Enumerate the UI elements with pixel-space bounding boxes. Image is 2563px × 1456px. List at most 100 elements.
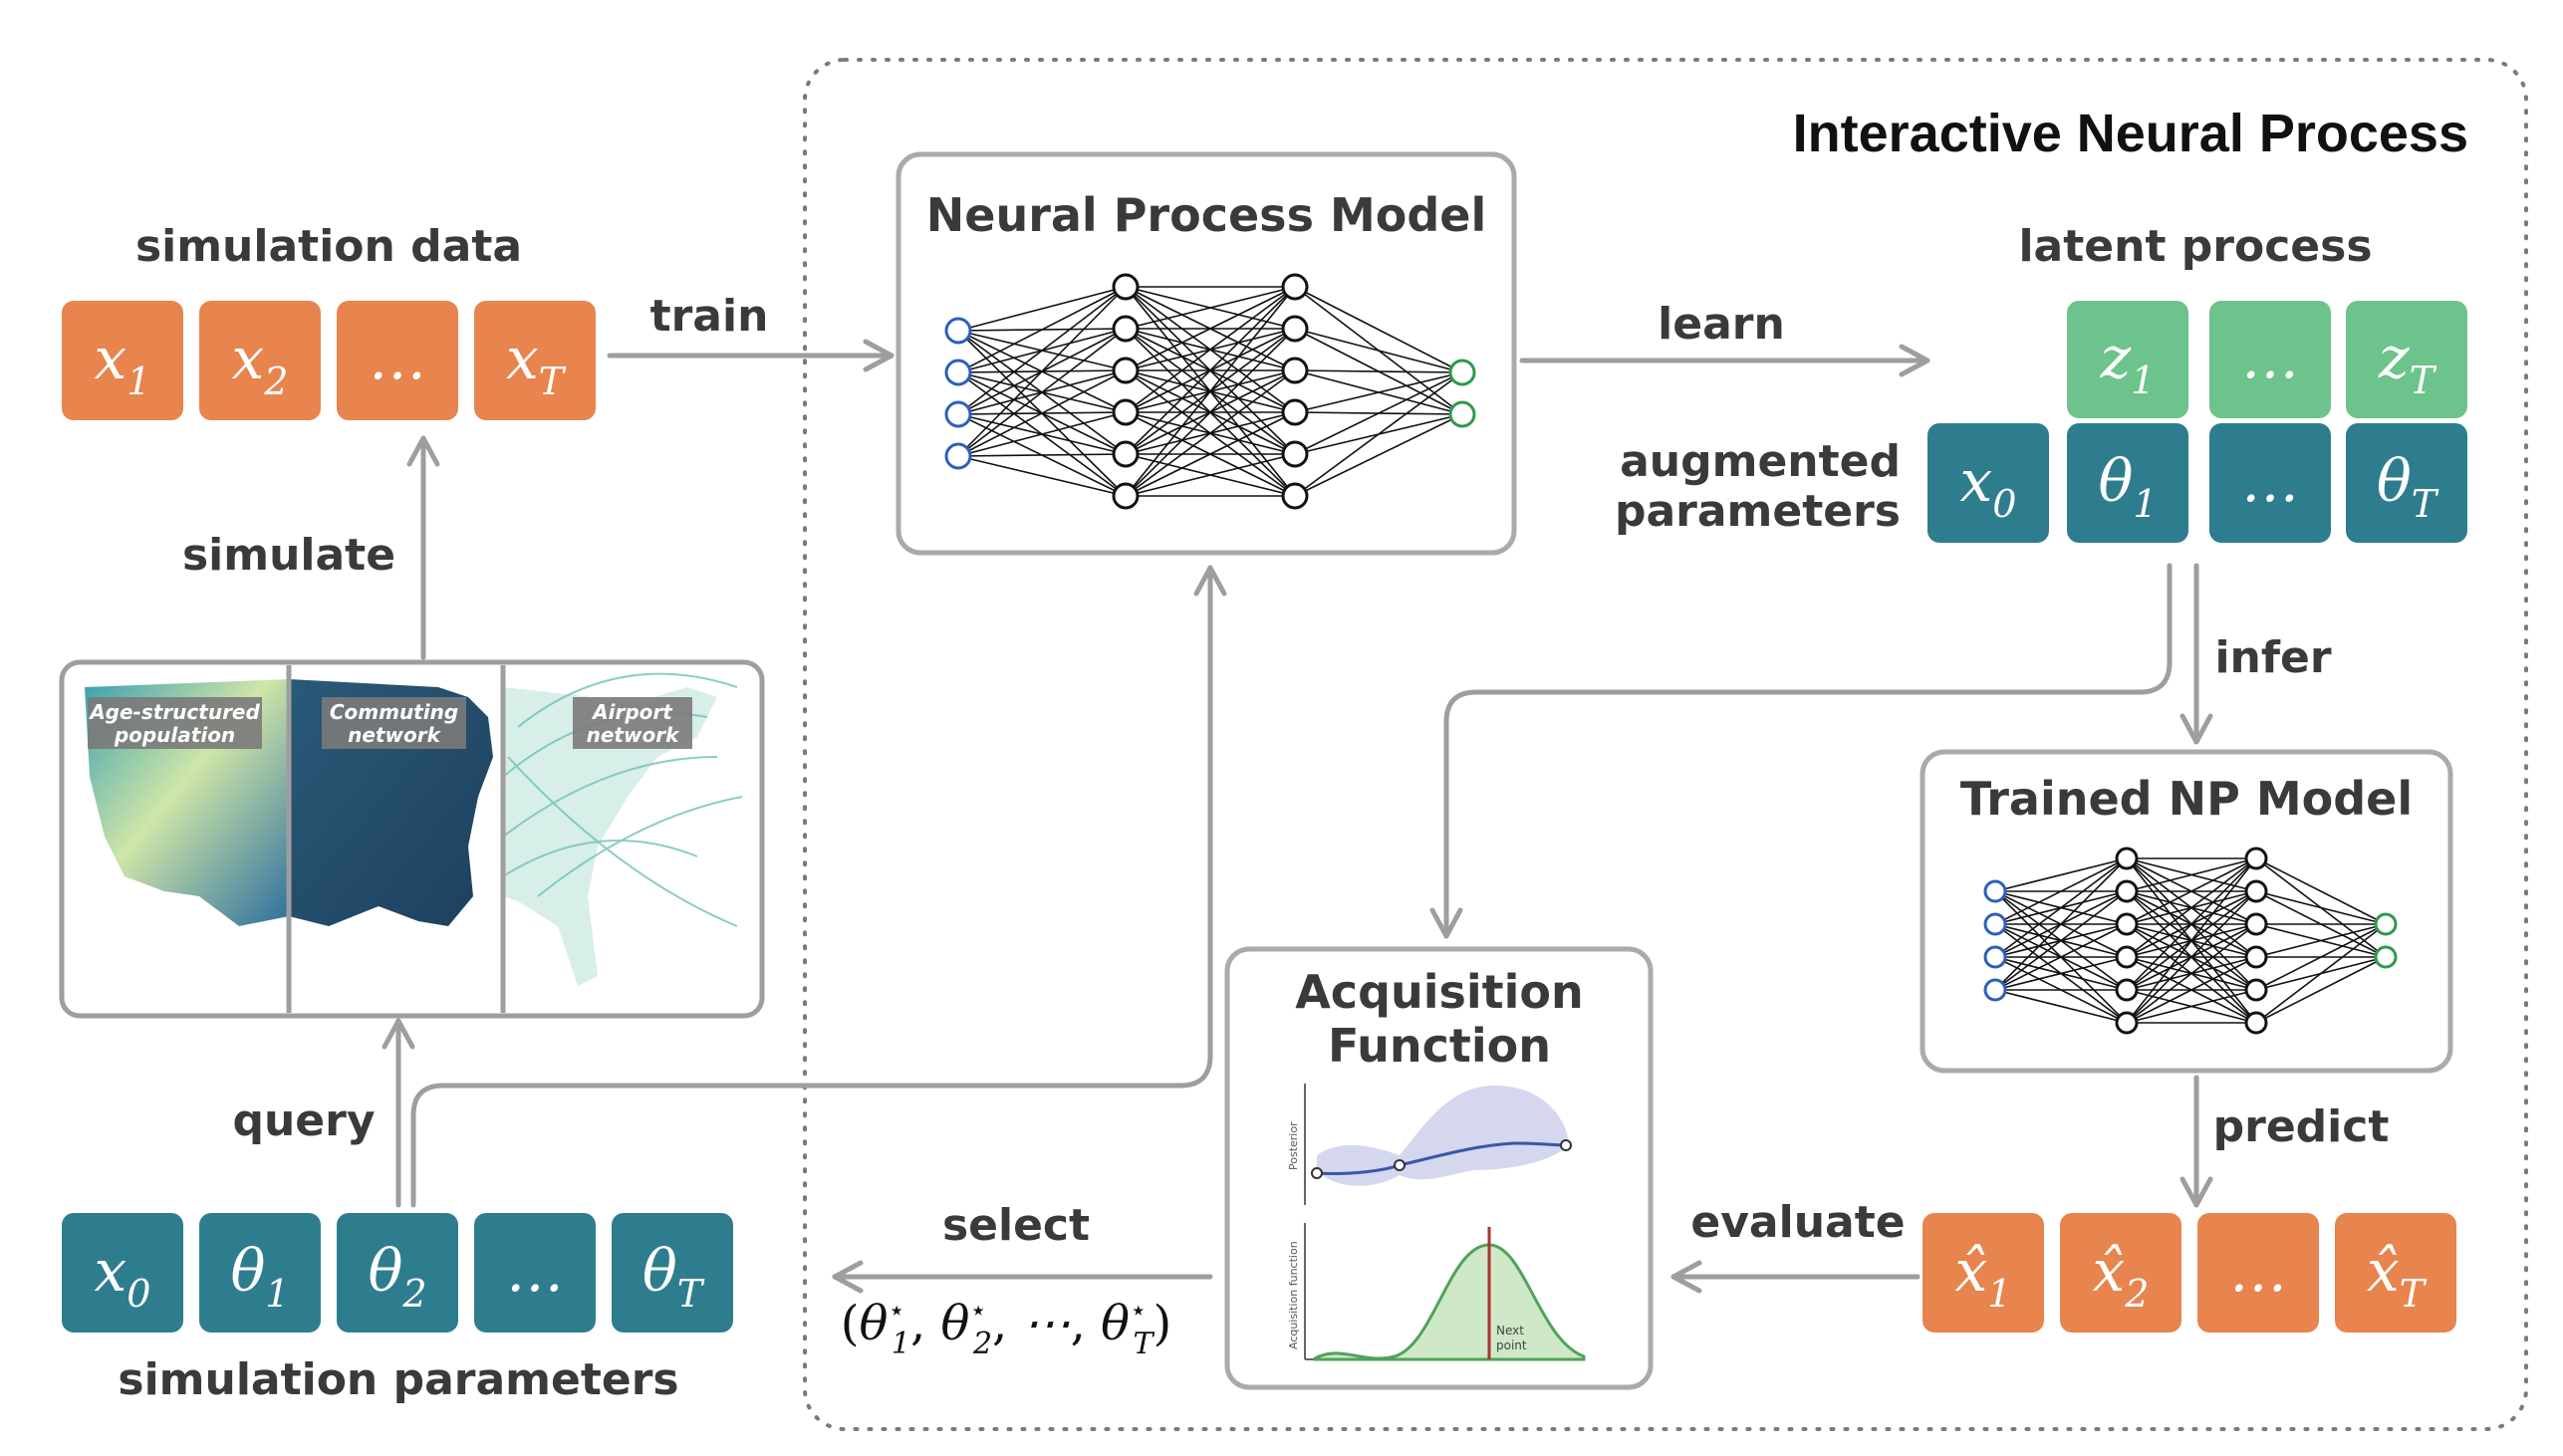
output-node — [1448, 359, 1476, 386]
prediction-box-bg — [2197, 1213, 2319, 1333]
hidden-node — [1112, 357, 1140, 384]
network-edge — [1294, 371, 1463, 455]
augmented-parameter-symbol: θ1 — [2098, 447, 2157, 526]
acquisition-title-2: Function — [1328, 1019, 1551, 1073]
input-node — [1983, 912, 2007, 936]
infer-label: infer — [2214, 632, 2331, 683]
hidden-node — [1281, 315, 1309, 343]
network-edge — [2255, 923, 2387, 958]
network-edge — [1294, 328, 1463, 373]
network-edge — [1994, 857, 2128, 892]
hidden-node — [1112, 440, 1140, 468]
simulation-parameter-box: θ1 — [199, 1213, 321, 1333]
simulation-parameters-label: simulation parameters — [118, 1354, 678, 1405]
network-edge — [1294, 413, 1463, 497]
augmented-label-2: parameters — [1615, 486, 1901, 537]
trained-model-title: Trained NP Model — [1960, 772, 2413, 826]
hidden-node — [2115, 1011, 2139, 1035]
hidden-node — [2115, 912, 2139, 936]
network-edge — [1294, 371, 1463, 497]
simulation-data-box-bg — [199, 301, 321, 420]
hidden-node — [2244, 945, 2268, 969]
acquisition-mini-plots: Posterior Acquisition function Next poin… — [1287, 1084, 1586, 1361]
map-label-bg — [322, 697, 466, 749]
latent-box-bg — [2346, 301, 2467, 418]
network-edge — [2126, 857, 2257, 892]
simulation-data-box: x2 — [199, 301, 321, 420]
network-edge — [2255, 923, 2387, 1024]
latent-box-bg — [2067, 301, 2188, 418]
prediction-box: x̂1 — [1922, 1213, 2044, 1333]
acq-curve — [1313, 1243, 1586, 1361]
latent-process-label: latent process — [2018, 221, 2372, 272]
network-edge — [1125, 369, 1296, 497]
latent-box: zT — [2346, 301, 2467, 418]
network-edge — [1994, 989, 2128, 1024]
hidden-node — [1281, 398, 1309, 426]
simulation-data-box: xT — [474, 301, 596, 420]
hidden-node — [1112, 398, 1140, 426]
prediction-box-bg — [2335, 1213, 2456, 1333]
map-label-line: population — [114, 723, 235, 747]
hidden-node — [2115, 978, 2139, 1002]
network-edge — [1125, 286, 1296, 330]
network-edge — [2126, 989, 2257, 1024]
network-edge — [1294, 371, 1463, 413]
network-edge — [1125, 286, 1296, 455]
simulation-parameter-box-bg — [337, 1213, 458, 1333]
map-label-bg — [573, 697, 692, 749]
posterior-point — [1311, 1167, 1323, 1179]
map-label-line: network — [587, 723, 680, 747]
posterior-point — [1560, 1139, 1572, 1151]
network-edge — [1294, 286, 1463, 373]
hidden-node — [1281, 357, 1309, 384]
np-model-title: Neural Process Model — [926, 188, 1486, 242]
input-node — [944, 442, 972, 470]
simulation-parameter-symbol: θ2 — [368, 1237, 426, 1316]
network-edge — [957, 453, 1127, 457]
prediction-symbol: x̂2 — [2093, 1237, 2150, 1316]
simulation-parameter-box: x0 — [62, 1213, 183, 1333]
latent-symbol: … — [2241, 324, 2299, 391]
augmented-parameter-symbol: x0 — [1960, 447, 2017, 526]
posterior-point — [1394, 1159, 1406, 1171]
prediction-box-bg — [2060, 1213, 2181, 1333]
hidden-node — [1281, 440, 1309, 468]
prediction-symbol: x̂1 — [1955, 1237, 2012, 1316]
network-edges — [1994, 857, 2387, 1024]
simulation-parameter-box: θT — [612, 1213, 733, 1333]
augmented-parameter-box-bg — [2067, 423, 2188, 543]
network-edges — [957, 286, 1463, 497]
simulation-parameter-box: … — [474, 1213, 596, 1333]
map-label-line: Age-structured — [88, 700, 260, 724]
prediction-symbol: … — [2229, 1237, 2287, 1305]
infer-to-acquisition-arrow — [1429, 563, 2173, 939]
simulation-parameter-box-bg — [199, 1213, 321, 1333]
network-edge — [1125, 286, 1296, 497]
predict-label: predict — [2213, 1101, 2390, 1152]
simulate-label: simulate — [182, 530, 395, 581]
network-edge — [2126, 857, 2257, 925]
prediction-box-bg — [1922, 1213, 2044, 1333]
network-edge — [2126, 890, 2257, 1024]
input-node — [1983, 978, 2007, 1002]
simulation-data-box-bg — [474, 301, 596, 420]
hidden-node — [2244, 879, 2268, 903]
network-edge — [2126, 857, 2257, 958]
latent-box: z1 — [2067, 301, 2188, 418]
augmented-parameter-box: x0 — [1927, 423, 2049, 543]
latent-box-bg — [2209, 301, 2331, 418]
posterior-axis-label: Posterior — [1287, 1121, 1300, 1170]
hidden-node — [2244, 847, 2268, 870]
evaluate-label: evaluate — [1690, 1197, 1905, 1248]
augmented-parameter-box: θT — [2346, 423, 2467, 543]
hidden-node — [2115, 847, 2139, 870]
input-node — [1983, 879, 2007, 903]
augmented-parameter-box-bg — [2209, 423, 2331, 543]
latent-box: … — [2209, 301, 2331, 418]
network-edge — [2126, 857, 2257, 991]
